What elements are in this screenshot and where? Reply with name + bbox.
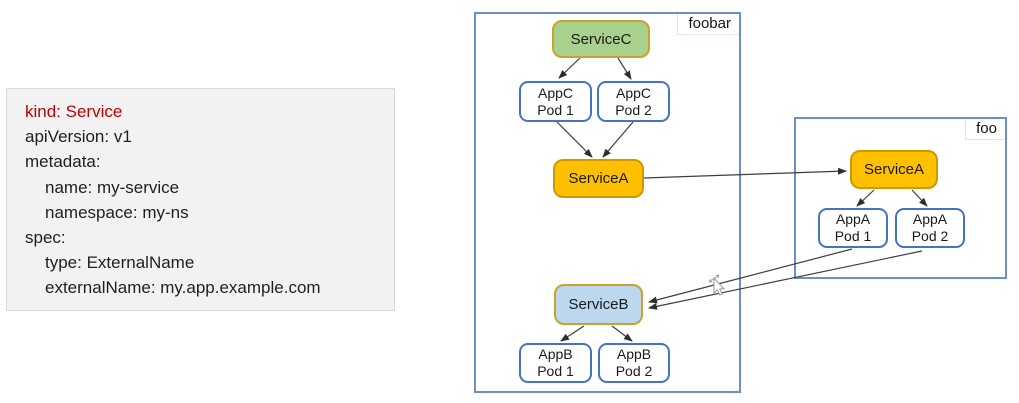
node-appc-pod-1-num: Pod 1 [537,101,574,118]
node-appb-pod-2: AppB Pod 2 [598,343,670,383]
node-appc-pod-1: AppC Pod 1 [519,81,592,122]
node-appa-pod-2-app: AppA [912,211,948,227]
node-servicea-foobar-label: ServiceA [568,170,629,187]
namespace-box-foo: foo [794,117,1007,279]
node-servicea-foo: ServiceA [850,150,938,189]
yaml-line-externalname: externalName: my.app.example.com [45,278,321,298]
yaml-line-metadata: metadata: [25,152,101,172]
namespace-foobar-label: foobar [677,14,739,35]
node-appa-pod-1-app: AppA [835,211,871,227]
yaml-manifest-panel: kind: Service apiVersion: v1 metadata: n… [6,88,395,311]
node-appb-pod-2-app: AppB [616,346,652,362]
yaml-line-spec: spec: [25,228,66,248]
node-servicec-label: ServiceC [570,30,632,48]
yaml-line-type: type: ExternalName [45,253,195,273]
namespace-box-foobar: foobar [474,12,741,393]
yaml-line-namespace: namespace: my-ns [45,202,189,222]
node-appb-pod-1-num: Pod 1 [537,363,574,379]
node-appa-pod-2: AppA Pod 2 [895,208,965,248]
node-appa-pod-1-num: Pod 1 [834,228,872,244]
node-appb-pod-1: AppB Pod 1 [519,343,592,383]
node-servicea-foobar: ServiceA [553,159,644,198]
node-appc-pod-2-app: AppC [615,84,652,101]
node-appb-pod-1-app: AppB [538,346,573,362]
yaml-line-kind: kind: Service [25,102,123,121]
node-servicec: ServiceC [552,20,650,58]
node-appb-pod-2-num: Pod 2 [615,363,653,379]
node-appa-pod-1: AppA Pod 1 [818,208,888,248]
node-serviceb-label: ServiceB [568,296,629,313]
node-serviceb: ServiceB [554,284,643,325]
node-appc-pod-2: AppC Pod 2 [597,81,670,122]
yaml-line-name: name: my-service [45,177,180,197]
node-servicea-foo-label: ServiceA [863,161,925,178]
node-appa-pod-2-num: Pod 2 [911,228,949,244]
namespace-foo-label: foo [965,119,1005,140]
node-appc-pod-1-app: AppC [537,84,574,101]
node-appc-pod-2-num: Pod 2 [615,101,652,118]
yaml-line-apiversion: apiVersion: v1 [25,127,132,147]
